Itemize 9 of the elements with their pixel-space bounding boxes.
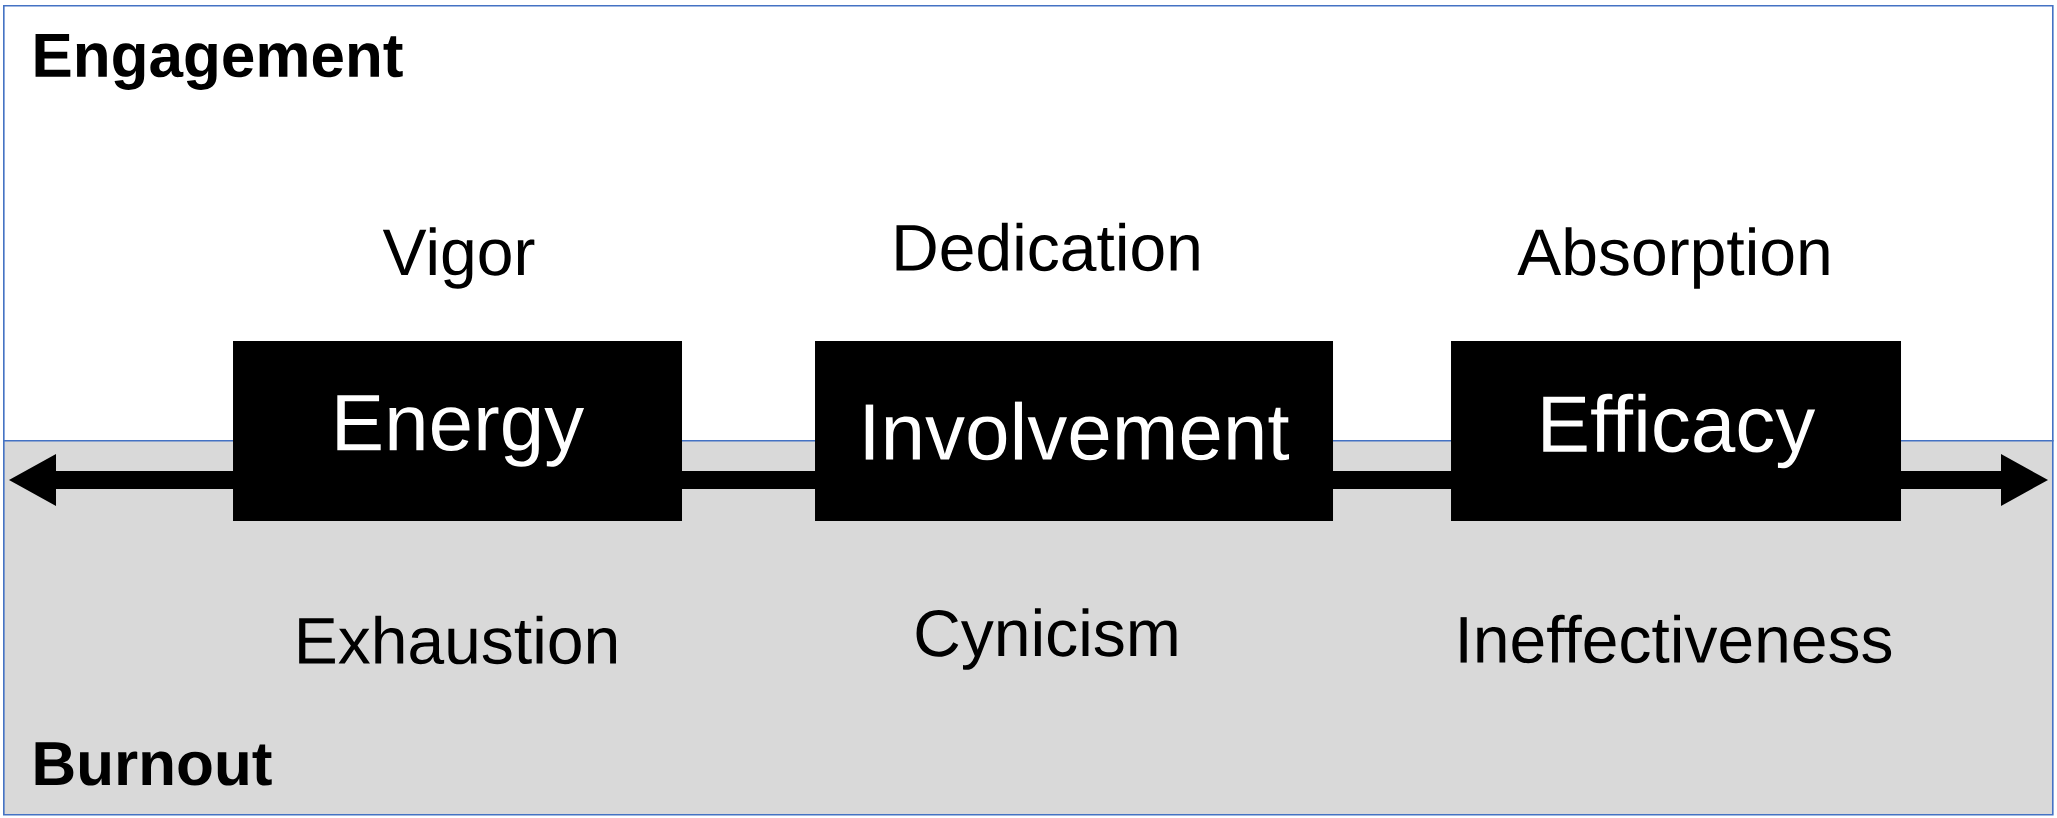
caption-text: Ineffectiveness xyxy=(1460,614,1892,664)
dimension-box: Involvement xyxy=(815,341,1333,521)
caption-text: Exhaustion xyxy=(299,615,616,665)
caption-text: Vigor xyxy=(382,227,535,289)
caption-text: Cynicism xyxy=(916,608,1177,670)
caption-text: Absorption xyxy=(1517,227,1829,289)
dimension-box: Energy xyxy=(233,341,682,521)
dimension-box: Efficacy xyxy=(1451,341,1901,521)
caption-text: Dedication xyxy=(896,222,1199,272)
